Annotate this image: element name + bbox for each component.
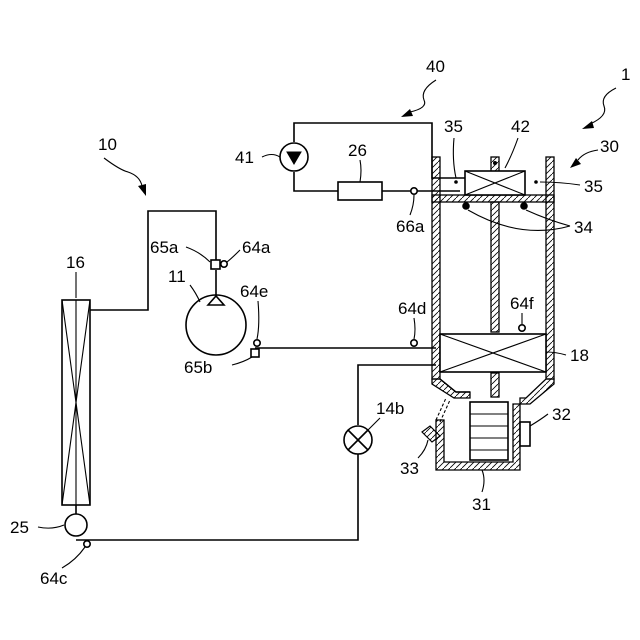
labels: 1 40 10 30 35 42 35 41 26 66a 34 65a 64a… [10,57,630,588]
label-18: 18 [570,346,589,365]
label-64a: 64a [242,238,271,257]
receiver-25 [65,514,87,536]
sensor-64e [254,340,260,346]
label-34: 34 [574,218,593,237]
sensor-64a [221,261,227,267]
label-40: 40 [426,57,445,76]
label-65a: 65a [150,238,179,257]
label-30: 30 [600,137,619,156]
heat-exchanger-16 [62,300,90,505]
label-1: 1 [621,65,630,84]
dot-icon [534,180,538,184]
label-14b: 14b [376,399,404,418]
seal-34-left [462,202,470,210]
label-35-left: 35 [444,117,463,136]
evaporator-18 [440,334,546,372]
label-41: 41 [235,148,254,167]
label-66a: 66a [396,217,425,236]
pump-41 [280,143,308,171]
label-11: 11 [168,267,186,286]
label-65b: 65b [184,358,212,377]
expansion-valve-14b [344,426,372,454]
flap-33 [422,398,450,442]
dot-icon [493,161,497,165]
label-35-right: 35 [584,177,603,196]
label-64e: 64e [240,282,268,301]
label-64d: 64d [398,299,426,318]
label-25: 25 [10,518,29,537]
label-32: 32 [552,405,571,424]
label-16: 16 [66,253,85,272]
seal-34-right [520,202,528,210]
heat-exchanger-42 [465,171,525,195]
sensor-66a [411,188,417,194]
sensor-64f [519,325,525,331]
label-31: 31 [472,495,491,514]
label-33: 33 [400,459,419,478]
ice-container-31 [436,402,520,470]
label-64c: 64c [40,569,68,588]
label-42: 42 [511,117,530,136]
label-26: 26 [348,141,367,160]
dot-icon [454,180,458,184]
sensor-64d [411,340,417,346]
valve-65b [251,349,259,357]
component-32 [520,422,530,446]
compressor-11 [186,295,246,355]
label-10: 10 [98,135,117,154]
heater-26 [338,182,382,200]
leader-lines [38,80,616,568]
label-64f: 64f [510,294,534,313]
refrigerant-piping [76,211,436,540]
valve-65a [211,260,220,269]
sensor-64c [84,541,90,547]
